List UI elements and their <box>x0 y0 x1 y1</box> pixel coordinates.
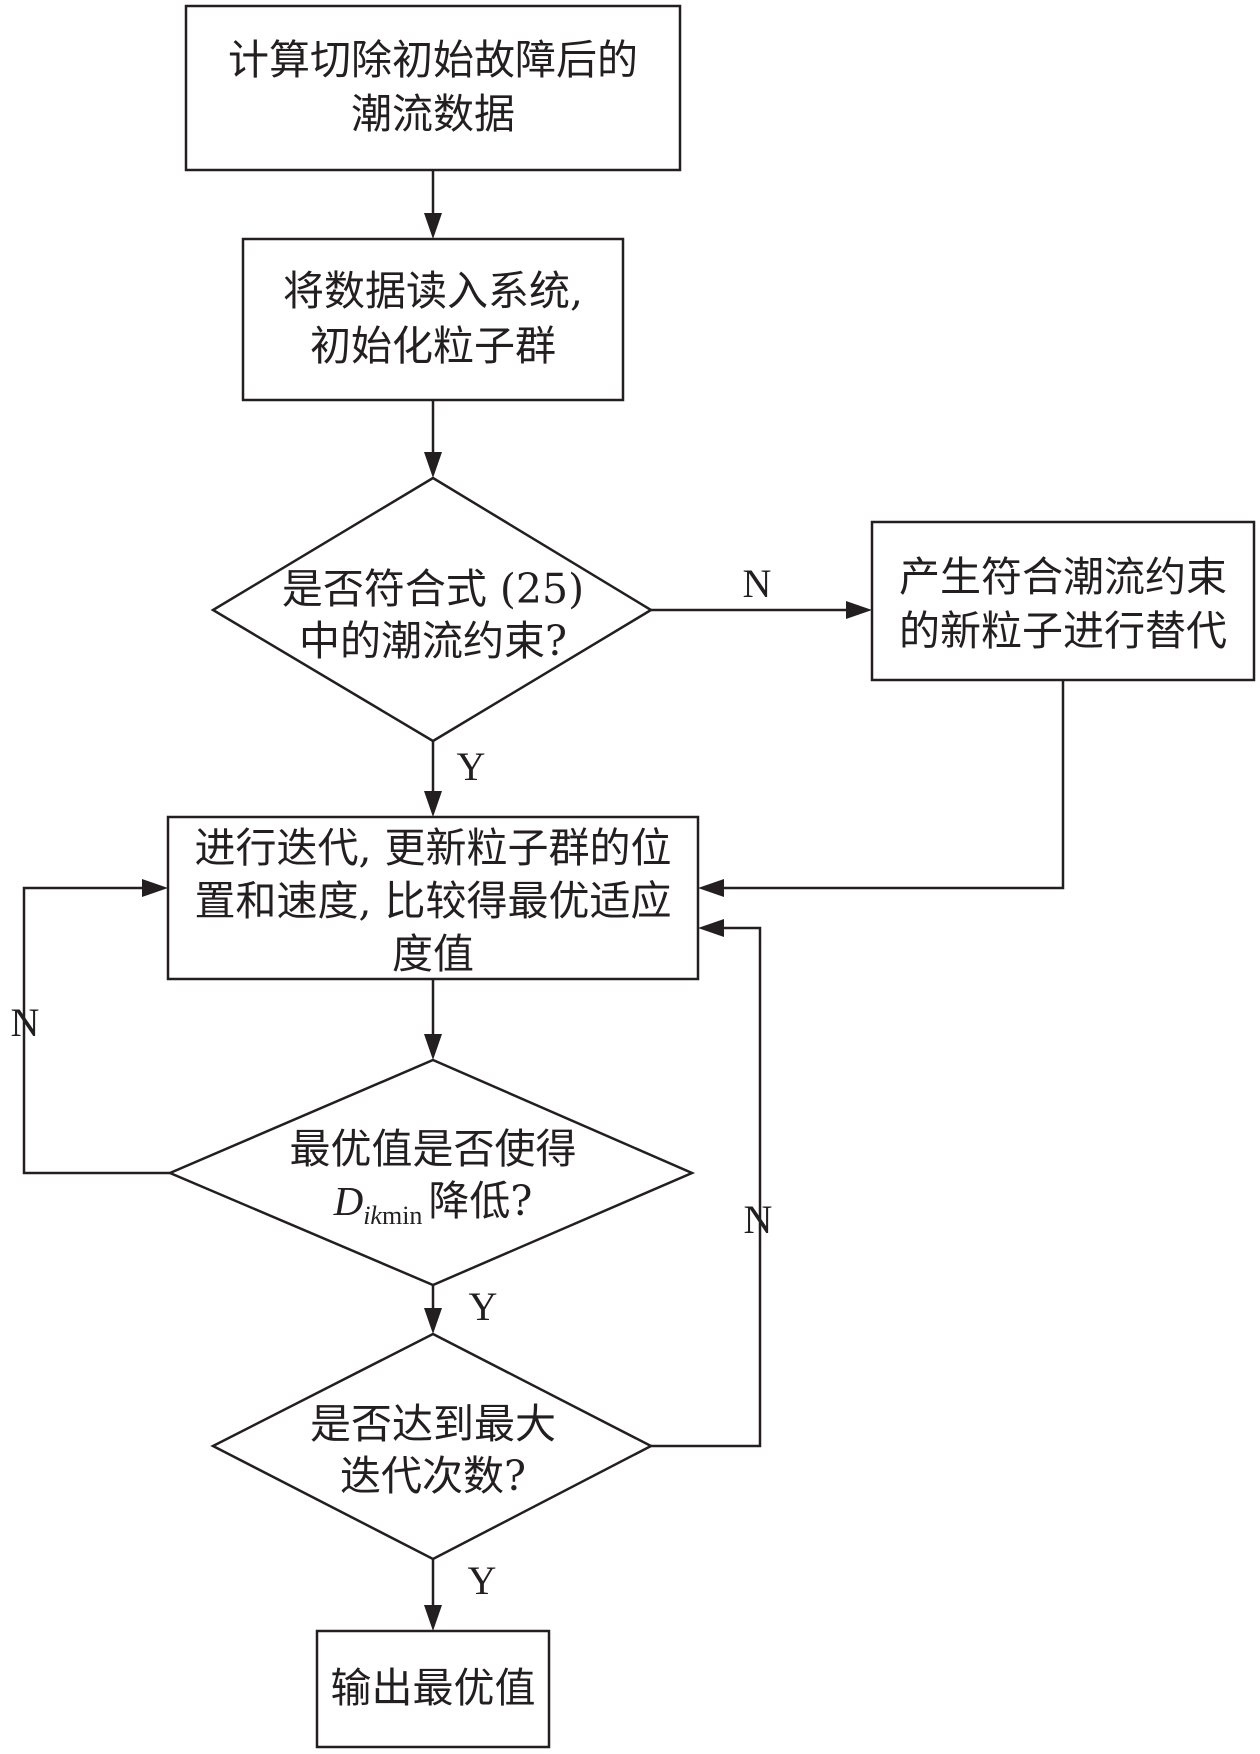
d-ik-min-subscript-roman: min <box>382 1201 422 1230</box>
node-output-line1: 输出最优值 <box>331 1664 536 1712</box>
label-constraint-no: N <box>743 561 772 606</box>
node-generate-particles-line2: 的新粒子进行替代 <box>899 607 1227 655</box>
edge-reduce-no <box>22 879 170 1175</box>
label-constraint-yes: Y <box>457 744 486 789</box>
node-iterate-line3: 度值 <box>392 930 474 978</box>
edge-compute-to-read <box>424 170 442 239</box>
edge-max-iter-no <box>651 919 762 1448</box>
node-check-max-iter-line2: 迭代次数? <box>340 1452 526 1500</box>
node-compute-flow: 计算切除初始故障后的 潮流数据 <box>184 4 682 172</box>
edge-constraint-yes <box>424 741 442 817</box>
node-compute-flow-line2: 潮流数据 <box>351 90 515 138</box>
label-max-iter-yes: Y <box>468 1558 497 1603</box>
edge-constraint-no <box>651 601 872 619</box>
node-generate-particles: 产生符合潮流约束 的新粒子进行替代 <box>870 520 1256 682</box>
node-compute-flow-line1: 计算切除初始故障后的 <box>228 36 638 84</box>
edge-generated-to-iterate <box>698 680 1065 897</box>
edge-iterate-to-check-reduce <box>424 979 442 1060</box>
node-read-data: 将数据读入系统, 初始化粒子群 <box>241 237 625 402</box>
node-iterate-line1: 进行迭代, 更新粒子群的位 <box>194 824 671 872</box>
label-reduce-no: N <box>11 1000 40 1045</box>
node-iterate: 进行迭代, 更新粒子群的位 置和速度, 比较得最优适应 度值 <box>166 815 700 981</box>
d-ik-min-suffix: 降低? <box>428 1177 532 1225</box>
label-max-iter-no: N <box>744 1197 773 1242</box>
node-iterate-line2: 置和速度, 比较得最优适应 <box>194 877 671 925</box>
node-check-constraint: 是否符合式 (25) 中的潮流约束? <box>210 476 654 743</box>
node-output: 输出最优值 <box>315 1629 551 1749</box>
node-check-reduce-line1: 最优值是否使得 <box>290 1125 577 1173</box>
node-generate-particles-line1: 产生符合潮流约束 <box>899 553 1227 601</box>
node-check-constraint-line2: 中的潮流约束? <box>299 617 567 665</box>
node-read-data-line2: 初始化粒子群 <box>310 322 556 370</box>
edge-max-iter-yes <box>424 1559 442 1631</box>
label-reduce-yes: Y <box>469 1284 498 1329</box>
edge-reduce-yes <box>424 1285 442 1334</box>
node-read-data-line1: 将数据读入系统, <box>283 267 583 315</box>
d-ik-min-symbol: D <box>333 1178 364 1224</box>
edge-read-to-check <box>424 400 442 478</box>
node-check-constraint-line1: 是否符合式 (25) <box>282 565 584 613</box>
d-ik-min-subscript-italic: ik <box>363 1201 382 1230</box>
node-check-max-iter: 是否达到最大 迭代次数? <box>210 1332 654 1561</box>
node-check-max-iter-line1: 是否达到最大 <box>310 1400 556 1448</box>
